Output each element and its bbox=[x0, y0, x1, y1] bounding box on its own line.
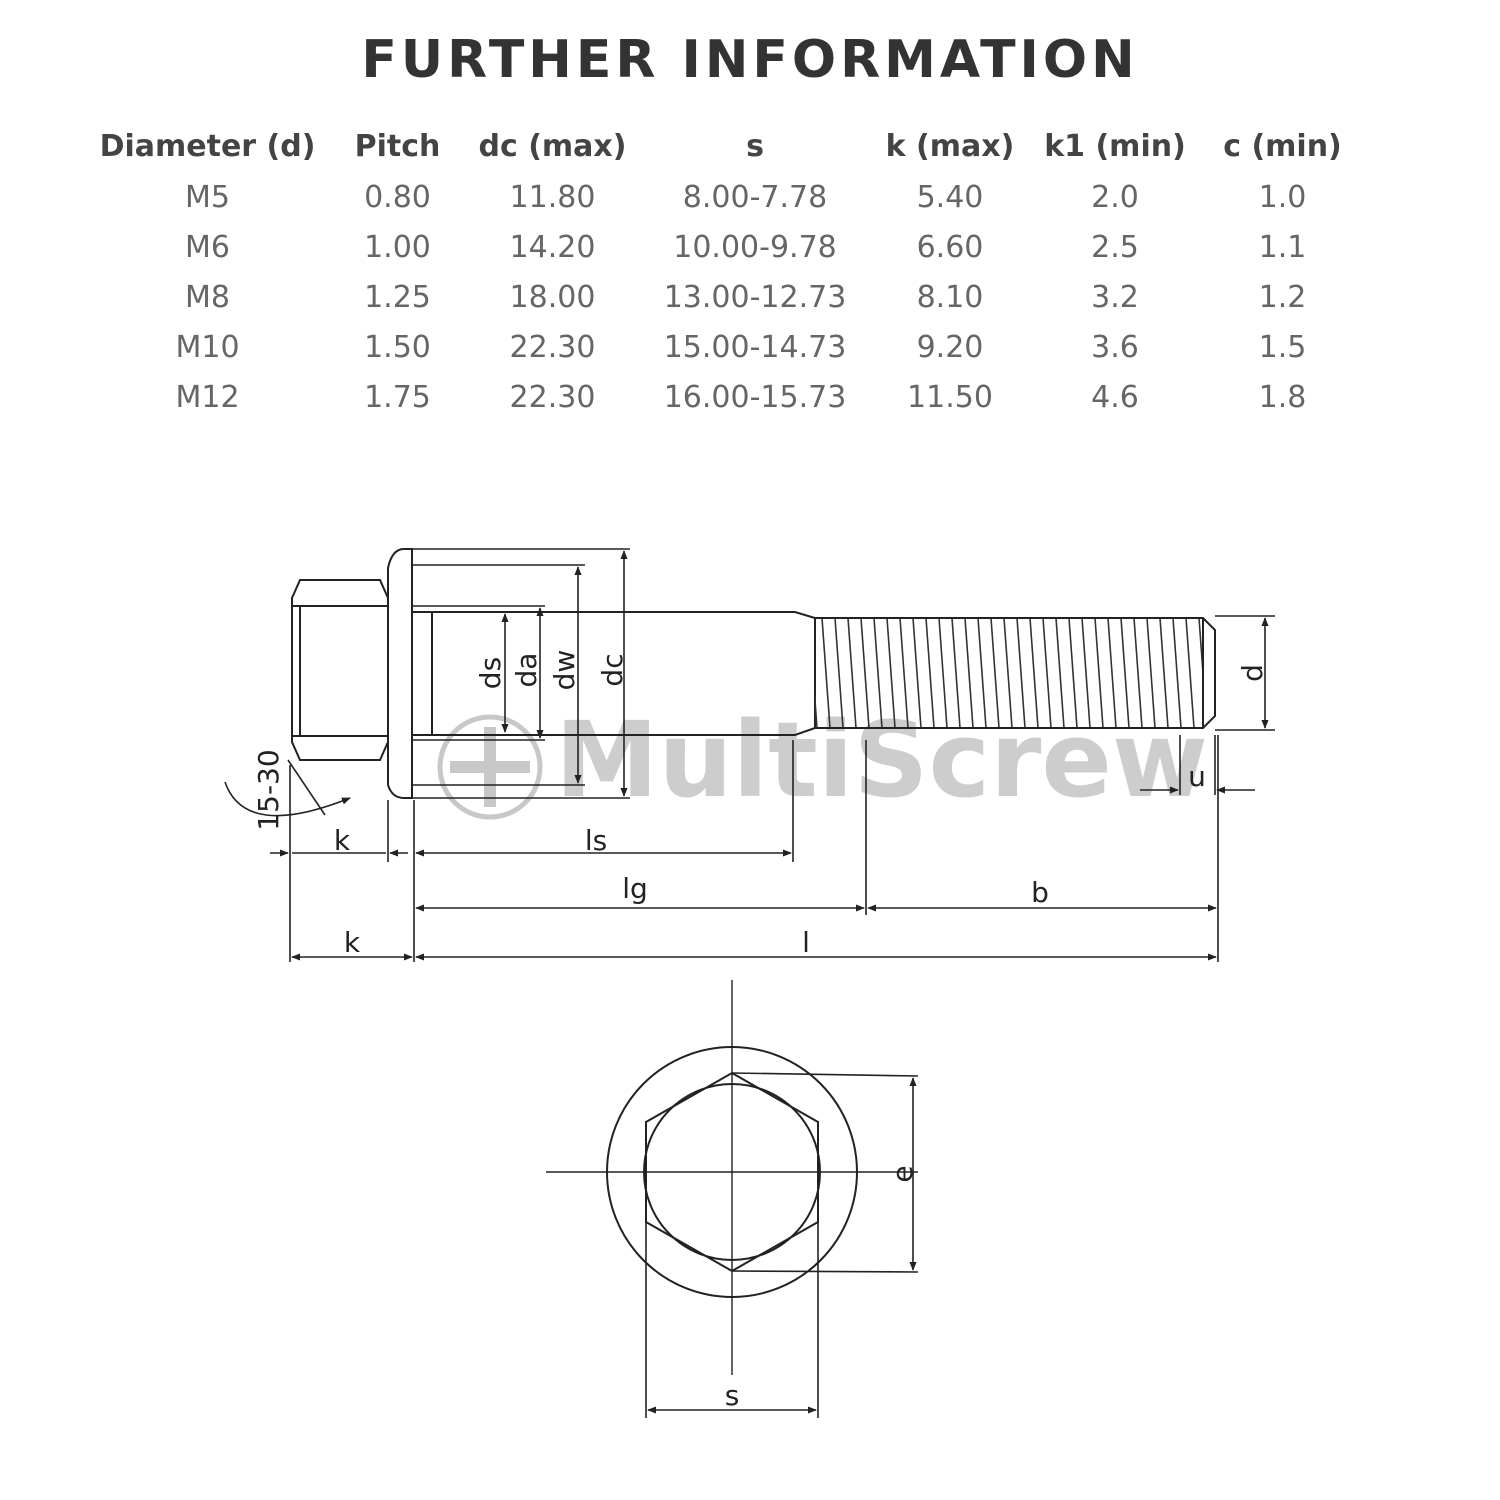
table-cell: 3.2 bbox=[1091, 279, 1139, 315]
table-cell: 1.0 bbox=[1258, 179, 1307, 215]
table-row: M6 1.00 14.20 10.00-9.78 6.60 2.5 1.1 bbox=[90, 222, 1360, 272]
table-cell: 2.0 bbox=[1091, 179, 1139, 215]
page-title: FURTHER INFORMATION bbox=[361, 30, 1139, 90]
table-cell: 1.2 bbox=[1258, 279, 1307, 315]
label-lg: lg bbox=[622, 872, 648, 905]
bolt-side-view bbox=[291, 548, 1216, 799]
table-cell: 22.30 bbox=[509, 329, 596, 365]
thread-outline bbox=[815, 617, 1216, 729]
header-s: s bbox=[746, 128, 764, 164]
table-cell: M10 bbox=[175, 329, 240, 365]
label-e: e bbox=[886, 1165, 919, 1182]
header-k-max: k (max) bbox=[885, 128, 1015, 164]
bearing-circle bbox=[643, 1083, 821, 1261]
label-ds: ds bbox=[474, 657, 507, 689]
label-angle: 15-30 bbox=[252, 749, 285, 830]
table-cell: 8.00-7.78 bbox=[682, 179, 828, 215]
length-dimensions bbox=[270, 735, 1219, 962]
table-cell: 1.5 bbox=[1258, 329, 1307, 365]
table-row: M10 1.50 22.30 15.00-14.73 9.20 3.6 1.5 bbox=[90, 322, 1360, 372]
table-cell: 1.75 bbox=[364, 379, 431, 415]
table-cell: 8.10 bbox=[916, 279, 984, 315]
table-cell: 22.30 bbox=[509, 379, 596, 415]
table-cell: 6.60 bbox=[916, 229, 984, 265]
watermark-logo-icon bbox=[437, 714, 543, 820]
ext-line-e-top bbox=[731, 1072, 919, 1077]
table-cell: 1.1 bbox=[1258, 229, 1307, 265]
table-cell: M5 bbox=[185, 179, 230, 215]
label-dw: dw bbox=[548, 650, 581, 691]
label-b: b bbox=[1031, 876, 1049, 909]
table-cell: M12 bbox=[175, 379, 240, 415]
flange-circle bbox=[606, 1046, 858, 1298]
table-cell: 10.00-9.78 bbox=[673, 229, 837, 265]
header-pitch: Pitch bbox=[354, 128, 441, 164]
table-cell: 13.00-12.73 bbox=[663, 279, 847, 315]
label-ls: ls bbox=[585, 824, 607, 857]
table-row: M8 1.25 18.00 13.00-12.73 8.10 3.2 1.2 bbox=[90, 272, 1360, 322]
angle-ref-line bbox=[287, 759, 326, 816]
table-row: M5 0.80 11.80 8.00-7.78 5.40 2.0 1.0 bbox=[90, 172, 1360, 222]
table-header-row: Diameter (d) Pitch dc (max) s k (max) k1… bbox=[90, 120, 1360, 172]
table-cell: 14.20 bbox=[509, 229, 596, 265]
watermark-cross-h bbox=[450, 761, 530, 773]
table-cell: 11.50 bbox=[907, 379, 993, 415]
thread-hatch bbox=[815, 618, 1203, 728]
table-cell: 1.8 bbox=[1258, 379, 1307, 415]
angle-arc bbox=[224, 781, 351, 817]
table-cell: 15.00-14.73 bbox=[663, 329, 847, 365]
label-l: l bbox=[802, 926, 810, 959]
table-cell: 5.40 bbox=[916, 179, 984, 215]
label-k-upper: k bbox=[334, 824, 351, 857]
table-cell: M6 bbox=[185, 229, 230, 265]
table-cell: 1.25 bbox=[364, 279, 431, 315]
header-dc-max: dc (max) bbox=[478, 128, 627, 164]
table-cell: 9.20 bbox=[916, 329, 984, 365]
header-c-min: c (min) bbox=[1223, 128, 1342, 164]
bolt-top-view bbox=[546, 980, 919, 1418]
table-cell: 1.50 bbox=[364, 329, 431, 365]
flange bbox=[387, 548, 413, 799]
table-cell: 2.5 bbox=[1091, 229, 1139, 265]
angle-annotation bbox=[224, 759, 351, 817]
table-cell: 18.00 bbox=[509, 279, 596, 315]
table-cell: 3.6 bbox=[1091, 329, 1139, 365]
diameter-dimensions bbox=[412, 548, 1275, 799]
table-row: M12 1.75 22.30 16.00-15.73 11.50 4.6 1.8 bbox=[90, 372, 1360, 422]
ext-line-e-bottom bbox=[731, 1270, 919, 1273]
table-cell: 0.80 bbox=[364, 179, 431, 215]
spec-table: Diameter (d) Pitch dc (max) s k (max) k1… bbox=[90, 120, 1360, 422]
table-cell: 1.00 bbox=[364, 229, 431, 265]
header-k1-min: k1 (min) bbox=[1044, 128, 1186, 164]
table-cell: M8 bbox=[185, 279, 230, 315]
label-u: u bbox=[1188, 760, 1206, 793]
label-d: d bbox=[1236, 664, 1269, 682]
label-k-lower: k bbox=[344, 926, 361, 959]
table-cell: 11.80 bbox=[509, 179, 596, 215]
header-diameter: Diameter (d) bbox=[99, 128, 316, 164]
label-s: s bbox=[725, 1379, 740, 1412]
label-dc: dc bbox=[596, 653, 629, 686]
label-da: da bbox=[510, 653, 543, 688]
dim-u-group bbox=[1140, 735, 1255, 795]
hex-head bbox=[291, 579, 389, 761]
table-cell: 4.6 bbox=[1091, 379, 1139, 415]
table-cell: 16.00-15.73 bbox=[663, 379, 847, 415]
